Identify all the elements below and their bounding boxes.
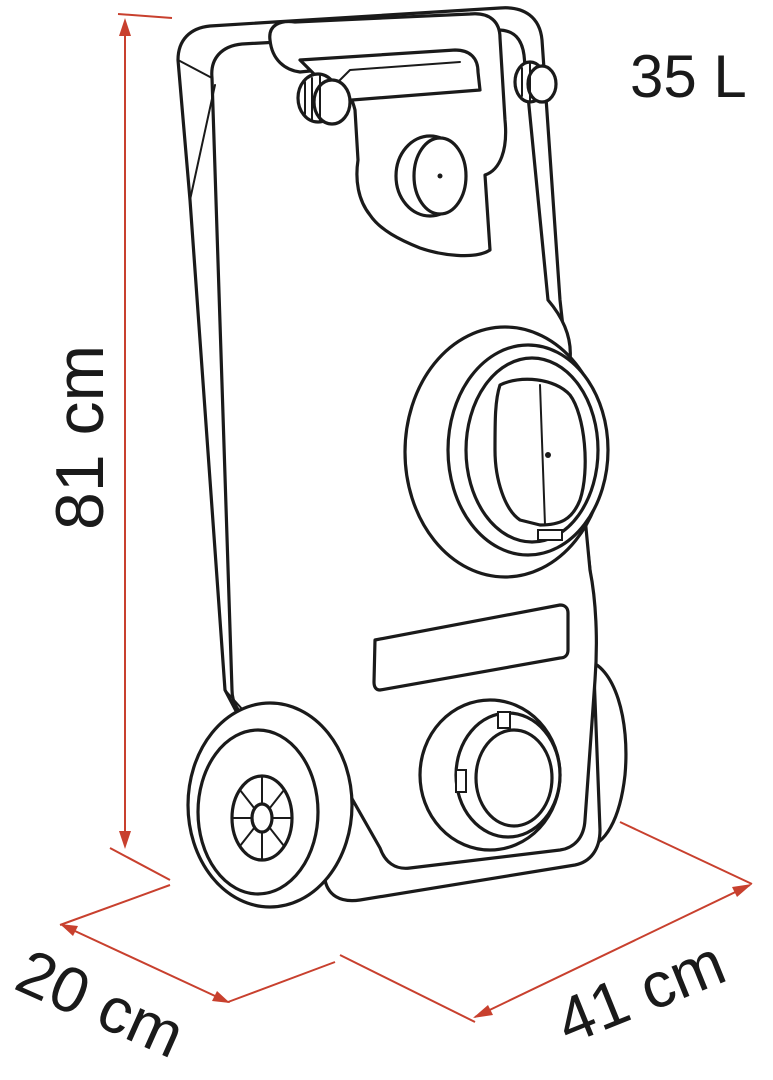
width-dimension-line	[339, 821, 753, 1023]
depth-label: 20 cm	[6, 935, 194, 1072]
height-dimension-line	[109, 13, 173, 881]
label-plate-icon	[372, 603, 570, 692]
capacity-label: 35 L	[630, 43, 747, 110]
drain-valve-icon	[418, 698, 562, 852]
wheel-front-icon	[186, 701, 354, 909]
cap-left-icon	[296, 72, 352, 126]
depth-dimension-line	[59, 884, 336, 1003]
vent-cap-icon	[394, 134, 468, 218]
cap-right-icon	[513, 60, 558, 104]
height-label: 81 cm	[42, 345, 118, 530]
width-label: 41 cm	[546, 926, 735, 1058]
main-valve-icon	[403, 325, 610, 579]
